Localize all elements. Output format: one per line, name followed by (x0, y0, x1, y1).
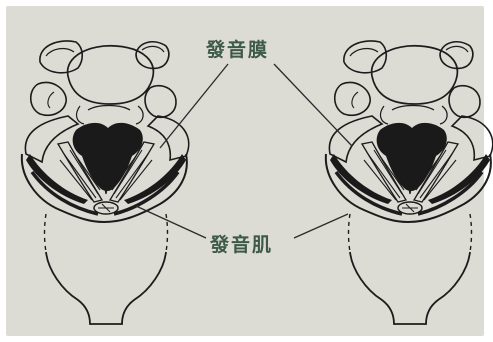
muscle-leader-left (136, 206, 206, 238)
membrane-leader-right (274, 64, 352, 146)
sound-membrane-label: 發音膜 (206, 35, 269, 62)
right-organ-drawing (326, 41, 493, 324)
membrane-leader-left (160, 64, 228, 148)
muscle-leader-right (294, 214, 348, 238)
left-organ-drawing (22, 41, 189, 324)
sound-muscle-label: 發音肌 (210, 230, 273, 257)
